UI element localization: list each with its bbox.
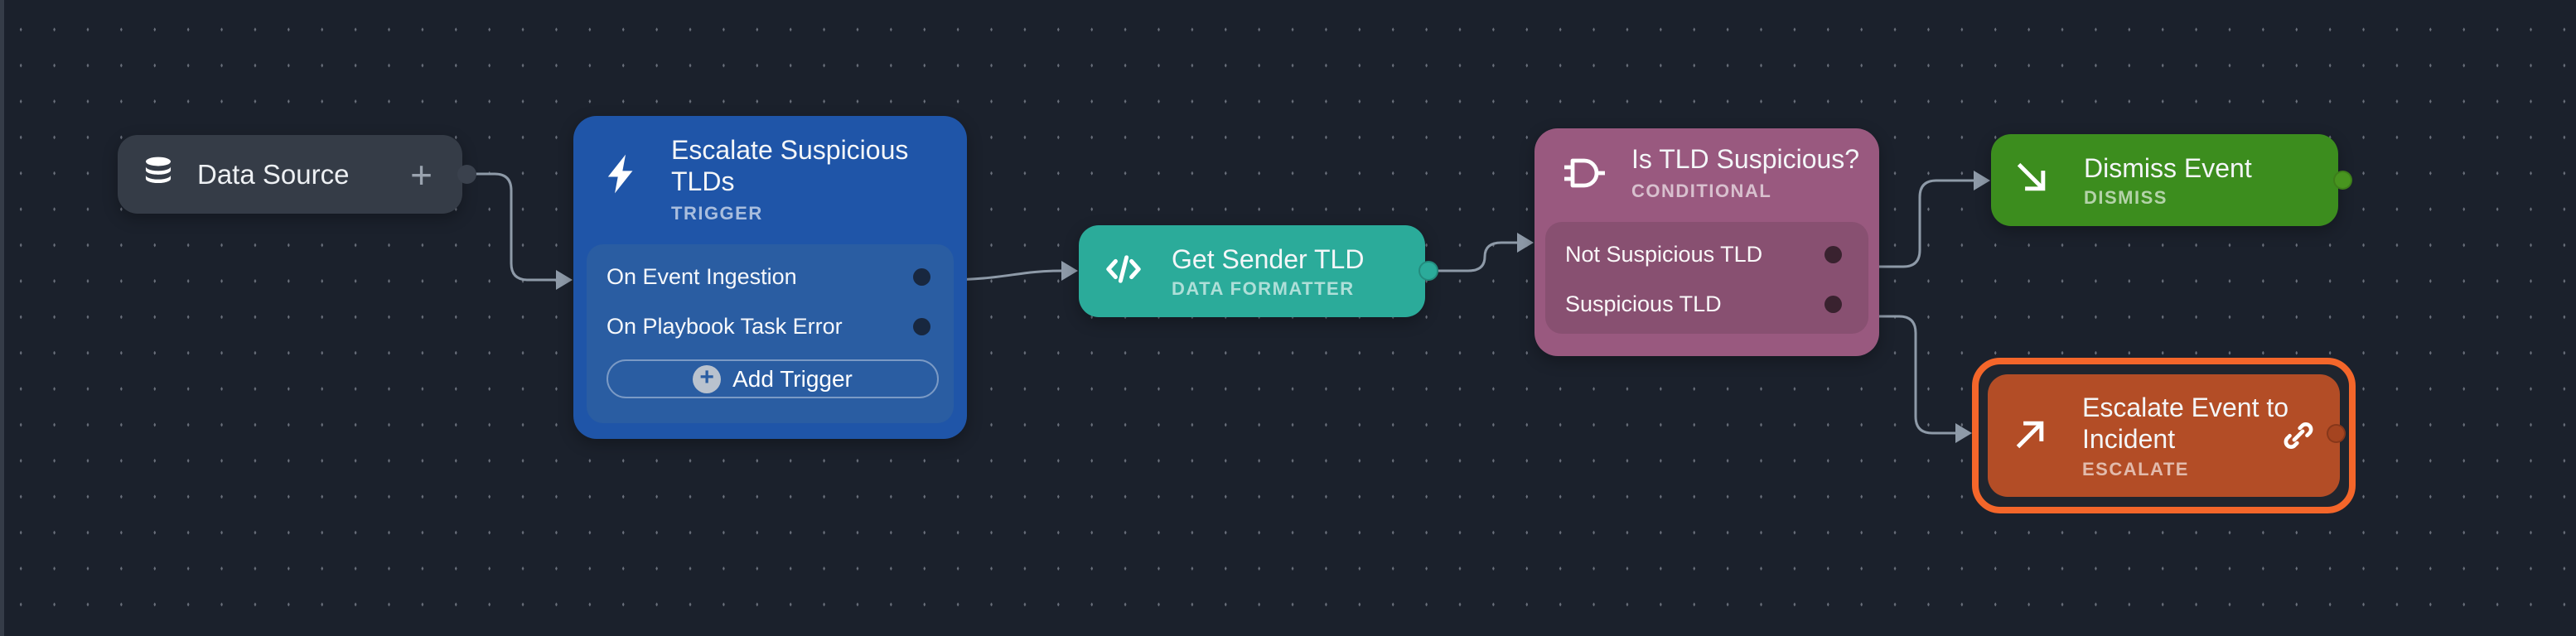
node-data-formatter[interactable]: Get Sender TLD DATA FORMATTER xyxy=(1079,225,1425,317)
escalate-output-port[interactable] xyxy=(2327,424,2346,443)
node-conditional[interactable]: Is TLD Suspicious? CONDITIONAL Not Suspi… xyxy=(1534,128,1879,356)
trigger-port-row: On Playbook Task Error xyxy=(607,311,939,342)
node-title: Escalate Suspicious TLDs xyxy=(671,135,909,196)
add-trigger-label: Add Trigger xyxy=(732,365,853,392)
branch-label: Not Suspicious TLD xyxy=(1565,242,1763,267)
branch-label: Suspicious TLD xyxy=(1565,292,1722,316)
dismiss-output-port[interactable] xyxy=(2333,171,2352,190)
trigger-output-port[interactable] xyxy=(913,318,930,335)
trigger-port-label: On Playbook Task Error xyxy=(607,314,843,339)
arrow-up-right-icon xyxy=(2013,416,2059,456)
conditional-branch-row: Suspicious TLD xyxy=(1565,289,1858,320)
conditional-branch-row: Not Suspicious TLD xyxy=(1565,239,1858,270)
node-dismiss[interactable]: Dismiss Event DISMISS xyxy=(1991,134,2338,226)
logic-gate-icon xyxy=(1559,155,1610,191)
node-escalate[interactable]: Escalate Event to Incident ESCALATE xyxy=(1988,374,2340,497)
data-source-output-port[interactable] xyxy=(457,165,476,184)
node-type-label: ESCALATE xyxy=(2082,458,2189,479)
code-icon xyxy=(1102,250,1148,292)
node-title: Get Sender TLD xyxy=(1172,243,1365,274)
link-icon xyxy=(2280,417,2317,458)
node-type-label: TRIGGER xyxy=(671,203,763,224)
add-trigger-button[interactable]: + Add Trigger xyxy=(607,359,939,398)
node-title: Is TLD Suspicious? xyxy=(1631,144,1860,174)
lightning-bolt-icon xyxy=(598,142,648,205)
formatter-output-port[interactable] xyxy=(1418,261,1438,281)
trigger-port-row: On Event Ingestion xyxy=(607,262,939,292)
trigger-output-port[interactable] xyxy=(913,268,930,286)
node-title: Escalate Event to Incident xyxy=(2082,392,2289,454)
data-source-label: Data Source xyxy=(197,158,350,190)
selection-ring: Escalate Event to Incident ESCALATE xyxy=(1972,358,2356,513)
trigger-port-label: On Event Ingestion xyxy=(607,264,797,289)
database-icon xyxy=(141,155,176,194)
add-data-source-button[interactable]: + xyxy=(410,152,433,196)
branch-output-port[interactable] xyxy=(1824,246,1842,263)
canvas-left-edge xyxy=(0,0,4,636)
arrow-down-right-icon xyxy=(2014,160,2061,200)
node-title: Dismiss Event xyxy=(2084,152,2252,183)
node-type-label: DISMISS xyxy=(2084,186,2168,208)
node-trigger[interactable]: Escalate Suspicious TLDs TRIGGER On Even… xyxy=(573,116,967,439)
plus-circle-icon: + xyxy=(693,364,722,393)
conditional-branches-panel: Not Suspicious TLD Suspicious TLD xyxy=(1545,222,1868,334)
trigger-ports-panel: On Event Ingestion On Playbook Task Erro… xyxy=(587,244,954,423)
branch-output-port[interactable] xyxy=(1824,296,1842,313)
node-type-label: DATA FORMATTER xyxy=(1172,277,1355,299)
node-data-source[interactable]: Data Source + xyxy=(118,135,462,214)
node-type-label: CONDITIONAL xyxy=(1631,181,1772,201)
